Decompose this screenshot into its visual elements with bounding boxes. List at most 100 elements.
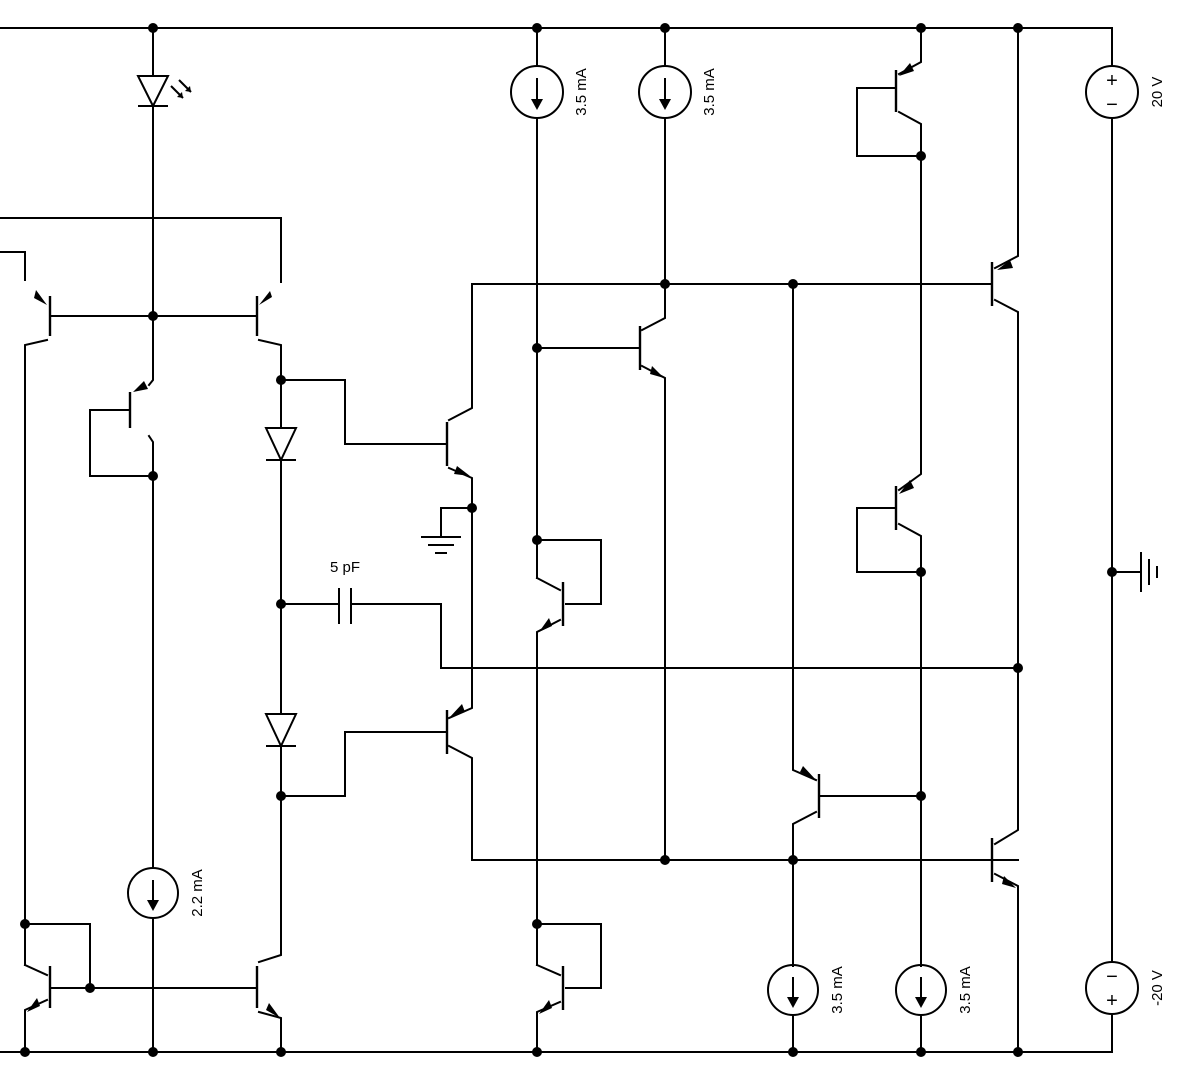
junction-node [276, 791, 286, 801]
emitter-arrow [997, 260, 1013, 270]
arrow-down-icon [915, 997, 927, 1008]
junctions [20, 23, 1117, 1057]
junction-node [532, 343, 542, 353]
wire [440, 507, 473, 537]
emitter-arrow [133, 381, 148, 392]
current-source-bottom-right: 3.5 mA [895, 964, 974, 1016]
junction-node [85, 983, 95, 993]
wire [24, 338, 49, 966]
plus-sign: + [1106, 990, 1118, 1012]
emitter-arrow [1002, 876, 1016, 888]
led-ray-head-icon [177, 92, 183, 98]
junction-node [660, 23, 670, 33]
junction-node [20, 1047, 30, 1057]
led-body [136, 75, 170, 109]
arrow-down-icon [531, 99, 543, 110]
junction-node [1107, 567, 1117, 577]
capacitor: 5 pF [330, 559, 360, 624]
junction-node [532, 1047, 542, 1057]
emitter-arrow [454, 466, 470, 476]
junction-node [916, 791, 926, 801]
arrow-down-icon [659, 99, 671, 110]
supply-voltage-label: -20 V [1149, 970, 1166, 1006]
wire [993, 27, 1019, 270]
junction-node [916, 151, 926, 161]
wire [897, 110, 922, 492]
wire-lower-driver-base [280, 731, 448, 797]
junction-node [1013, 23, 1023, 33]
junction-node [467, 503, 477, 513]
wire [640, 117, 666, 332]
junction-node [1013, 663, 1023, 673]
emitter-arrow [800, 766, 816, 780]
wire [993, 298, 1019, 846]
wire [447, 283, 473, 422]
wire [147, 361, 154, 387]
junction-node [660, 855, 670, 865]
emitter-arrow [27, 998, 40, 1012]
current-source-bias: 2.2 mA [127, 867, 206, 919]
arrow-down-icon [787, 997, 799, 1008]
wire [897, 522, 922, 967]
wire [536, 618, 562, 966]
emitter-arrow [539, 1000, 552, 1014]
grounds [421, 536, 1158, 592]
wire [536, 1000, 562, 1053]
wire [23, 963, 49, 977]
junction-node [532, 535, 542, 545]
wire [536, 923, 602, 989]
wire [856, 507, 922, 573]
junction-node [788, 855, 798, 865]
wire [147, 434, 154, 869]
wire [792, 283, 818, 782]
current-source-top-right: 3.5 mA [638, 65, 718, 119]
junction-node [148, 311, 158, 321]
emitter-arrow [259, 291, 272, 305]
emitter-arrow [449, 704, 465, 718]
wire [792, 810, 818, 967]
junction-node [148, 23, 158, 33]
emitter-arrow [266, 1003, 280, 1018]
junction-node [916, 1047, 926, 1057]
junction-node [532, 919, 542, 929]
current-source-label: 3.5 mA [957, 966, 974, 1014]
wire [640, 364, 666, 861]
led-ray-head-icon [185, 86, 191, 92]
wire [257, 1010, 282, 1053]
junction-node [276, 599, 286, 609]
diodes [264, 427, 298, 749]
emitter-arrows [27, 63, 1016, 1018]
wire-diode-connect [89, 409, 154, 477]
wire-left-input [0, 251, 26, 281]
emitter-arrow [650, 366, 664, 378]
junction-node [276, 1047, 286, 1057]
emitter-arrow [899, 63, 914, 76]
wire-lower-output-base [447, 744, 1019, 861]
junction-node [532, 23, 542, 33]
wire-compensation [350, 603, 1019, 669]
current-source-label: 3.5 mA [701, 68, 718, 116]
junction-node [1013, 1047, 1023, 1057]
wire [24, 923, 91, 989]
plus-sign: + [1106, 70, 1118, 92]
junction-node [148, 471, 158, 481]
supply-voltage-label: 20 V [1149, 77, 1166, 108]
wire-upper-driver-base [280, 379, 448, 445]
junction-node [916, 23, 926, 33]
emitter-arrow [539, 618, 552, 632]
minus-sign: − [1106, 94, 1118, 116]
arrow-down-icon [147, 900, 159, 911]
current-source-label: 2.2 mA [189, 869, 206, 917]
current-source-top-left: 3.5 mA [510, 65, 590, 119]
voltage-sources: + − 20 V − + -20 V [1085, 65, 1166, 1015]
junction-node [148, 1047, 158, 1057]
junction-node [916, 567, 926, 577]
wire [536, 539, 602, 605]
diode-lower [264, 713, 298, 749]
diode-upper [264, 427, 298, 463]
current-source-label: 3.5 mA [573, 68, 590, 116]
emitter-arrow [34, 290, 47, 305]
voltage-source-negative: − + -20 V [1085, 961, 1166, 1015]
wire-left-feed [0, 217, 282, 283]
